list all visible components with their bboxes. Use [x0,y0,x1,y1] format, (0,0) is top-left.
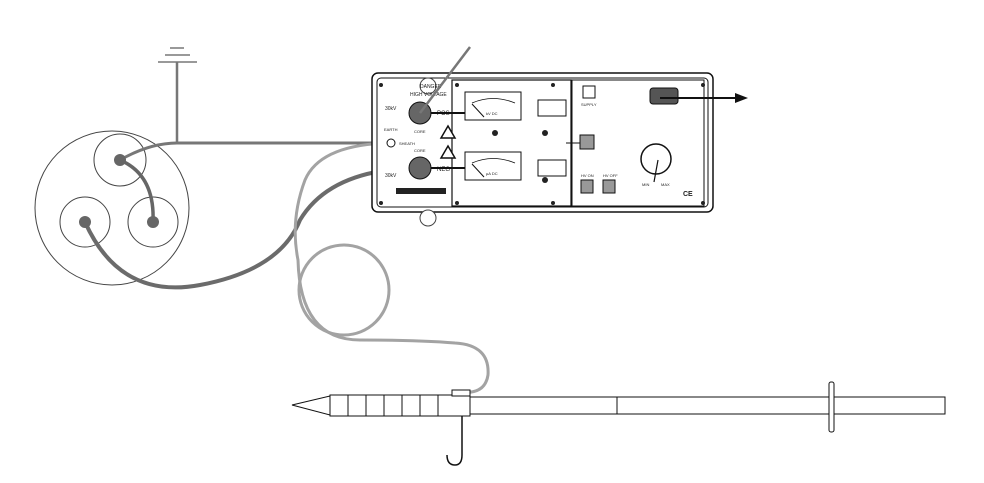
neg-label: NEG [437,167,450,173]
cable-cross-section [34,130,190,286]
kv-meter: kV DC [464,91,522,121]
kv-meter-label: kV DC [486,111,498,116]
hv-on-button[interactable] [580,179,594,194]
ua-meter: µA DC [464,151,522,181]
pos-rating: 30kV [385,106,397,112]
small-meter [537,159,567,177]
neg-test-lead [83,166,416,290]
danger-label-2: HIGH VOLTAGE [410,92,447,98]
neg-rating: 30kV [385,173,397,179]
small-meter [537,99,567,117]
ua-meter-label: µA DC [486,171,498,176]
warning-icon [439,124,457,139]
sheath-label: SHEATH [399,141,415,146]
brand-plate [396,188,446,194]
range-button[interactable] [579,134,595,150]
ground-symbol-icon [158,47,197,143]
mains-inlet[interactable] [649,87,679,105]
earth-terminal[interactable] [386,138,396,148]
discharge-probe [291,381,946,466]
sheath-earth-lead [119,141,390,162]
hv-on-label: HV ON [581,173,594,178]
earth-label: EARTH [384,127,398,132]
supply-label: SUPPLY [581,102,597,107]
min-label: MIN [642,182,649,187]
probe-lead-coil [297,243,391,337]
core-label: CORE [414,148,426,153]
core-label: CORE [414,129,426,134]
supply-key-switch[interactable] [582,85,596,99]
core-terminal [114,154,126,166]
mains-supply-arrow [660,93,748,103]
core-short-link [119,158,155,223]
core-terminal [147,216,159,228]
danger-label: DANGER [420,84,442,90]
pos-lead [419,46,471,114]
hv-off-label: HV OFF [603,173,618,178]
max-label: MAX [661,182,670,187]
warning-icon [439,144,457,159]
probe-lead [293,141,490,394]
core-terminal [79,216,91,228]
ce-mark: CE [683,191,693,198]
test-set-panel: DANGER HIGH VOLTAGE 30kV 30kV POS NEG CO… [371,72,714,227]
neg-terminal[interactable] [408,156,432,180]
hv-off-button[interactable] [602,179,616,194]
